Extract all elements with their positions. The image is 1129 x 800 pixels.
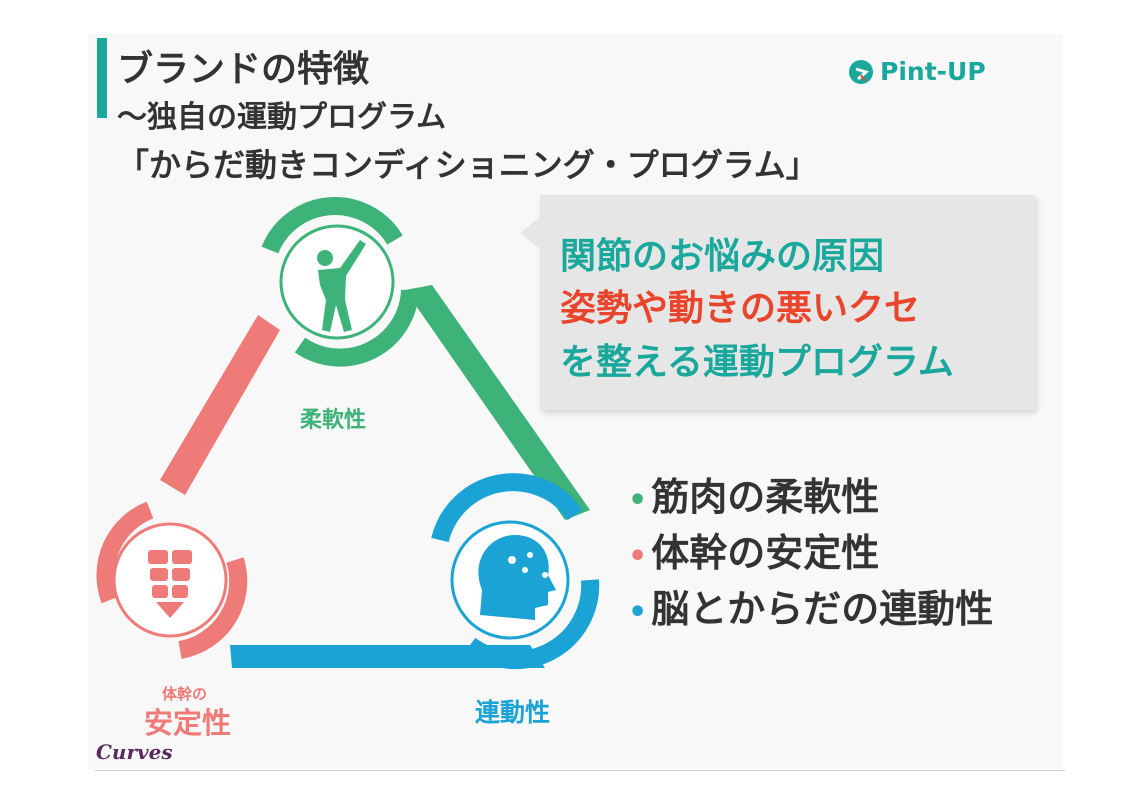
bullet-text: 筋肉の柔軟性 [651,475,880,519]
bullet-text: 脳とからだの連動性 [651,587,994,631]
logo-text: Pint-UP [880,57,986,86]
stability-sub-label: 体幹の [162,685,208,703]
bullet-dot: • [628,483,648,518]
bullet-dot: • [628,595,648,630]
stability-node [96,501,248,659]
title-line-1: ブランドの特徴 [117,49,370,90]
coordination-label: 連動性 [475,698,551,727]
title-accent-bar [97,38,107,118]
brain-head-icon [478,535,556,620]
green-arm [405,285,590,520]
footer-divider [95,770,1065,771]
callout-line-2: 姿勢や動きの悪いクセ [560,288,921,329]
pink-arm [160,315,280,495]
stretching-person-icon [317,240,366,332]
bullet-dot: • [628,539,648,574]
title-line-2: 〜独自の運動プログラム [117,100,447,135]
callout-line-3: を整える運動プログラム [560,342,954,383]
pint-up-logo: Pint-UP [848,57,986,86]
bullet-item: •筋肉の柔軟性 [628,466,879,521]
abdominal-muscles-icon [148,550,192,618]
title-line-3: 「からだ動きコンディショニング・プログラム」 [117,146,818,184]
bullet-item: •体幹の安定性 [628,522,879,577]
callout-line-1: 関節のお悩みの原因 [560,236,885,277]
pint-up-logo-icon [849,59,873,84]
bullet-item: •脳とからだの連動性 [628,578,993,633]
flexibility-node [261,197,419,367]
stability-label: 安定性 [144,706,232,740]
flexibility-label: 柔軟性 [300,408,367,433]
callout-box: 関節のお悩みの原因 姿勢や動きの悪いクセ を整える運動プログラム [520,195,1035,410]
curves-logo: Curves [96,740,173,764]
coordination-node [431,473,600,670]
bullet-text: 体幹の安定性 [651,531,880,575]
